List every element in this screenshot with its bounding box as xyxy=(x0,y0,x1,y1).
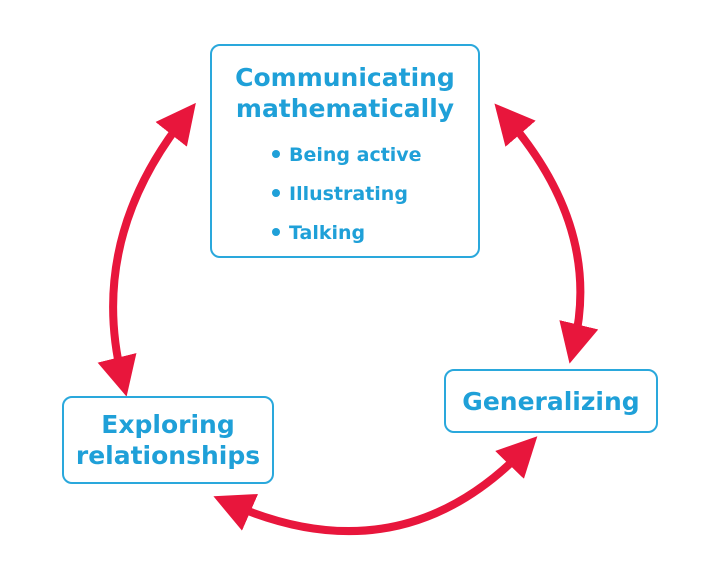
arrow-exploring-generalizing xyxy=(213,436,538,536)
bullet-item: Talking xyxy=(272,214,478,253)
node-communicating-mathematically: Communicating mathematically Being activ… xyxy=(210,44,480,258)
bullet-text: Illustrating xyxy=(289,183,408,205)
bullet-list: Being active Illustrating Talking xyxy=(212,136,478,253)
bullet-dot-icon xyxy=(272,149,280,158)
node-exploring-relationships: Exploring relationships xyxy=(62,396,274,484)
node-title-line2: mathematically xyxy=(235,94,455,123)
arrow-communicating-generalizing xyxy=(494,103,599,364)
bullet-item: Illustrating xyxy=(272,175,478,214)
node-title-line2: relationships xyxy=(75,441,261,470)
node-title-line1: Exploring xyxy=(101,410,235,439)
node-title: Generalizing xyxy=(462,386,640,416)
node-title-line1: Communicating xyxy=(235,63,455,92)
bullet-dot-icon xyxy=(272,188,280,197)
bullet-text: Being active xyxy=(289,144,422,166)
arrow-communicating-exploring xyxy=(97,102,196,397)
bullet-dot-icon xyxy=(272,227,280,236)
bullet-text: Talking xyxy=(289,222,366,244)
bullet-item: Being active xyxy=(272,136,478,175)
node-generalizing: Generalizing xyxy=(444,369,658,433)
